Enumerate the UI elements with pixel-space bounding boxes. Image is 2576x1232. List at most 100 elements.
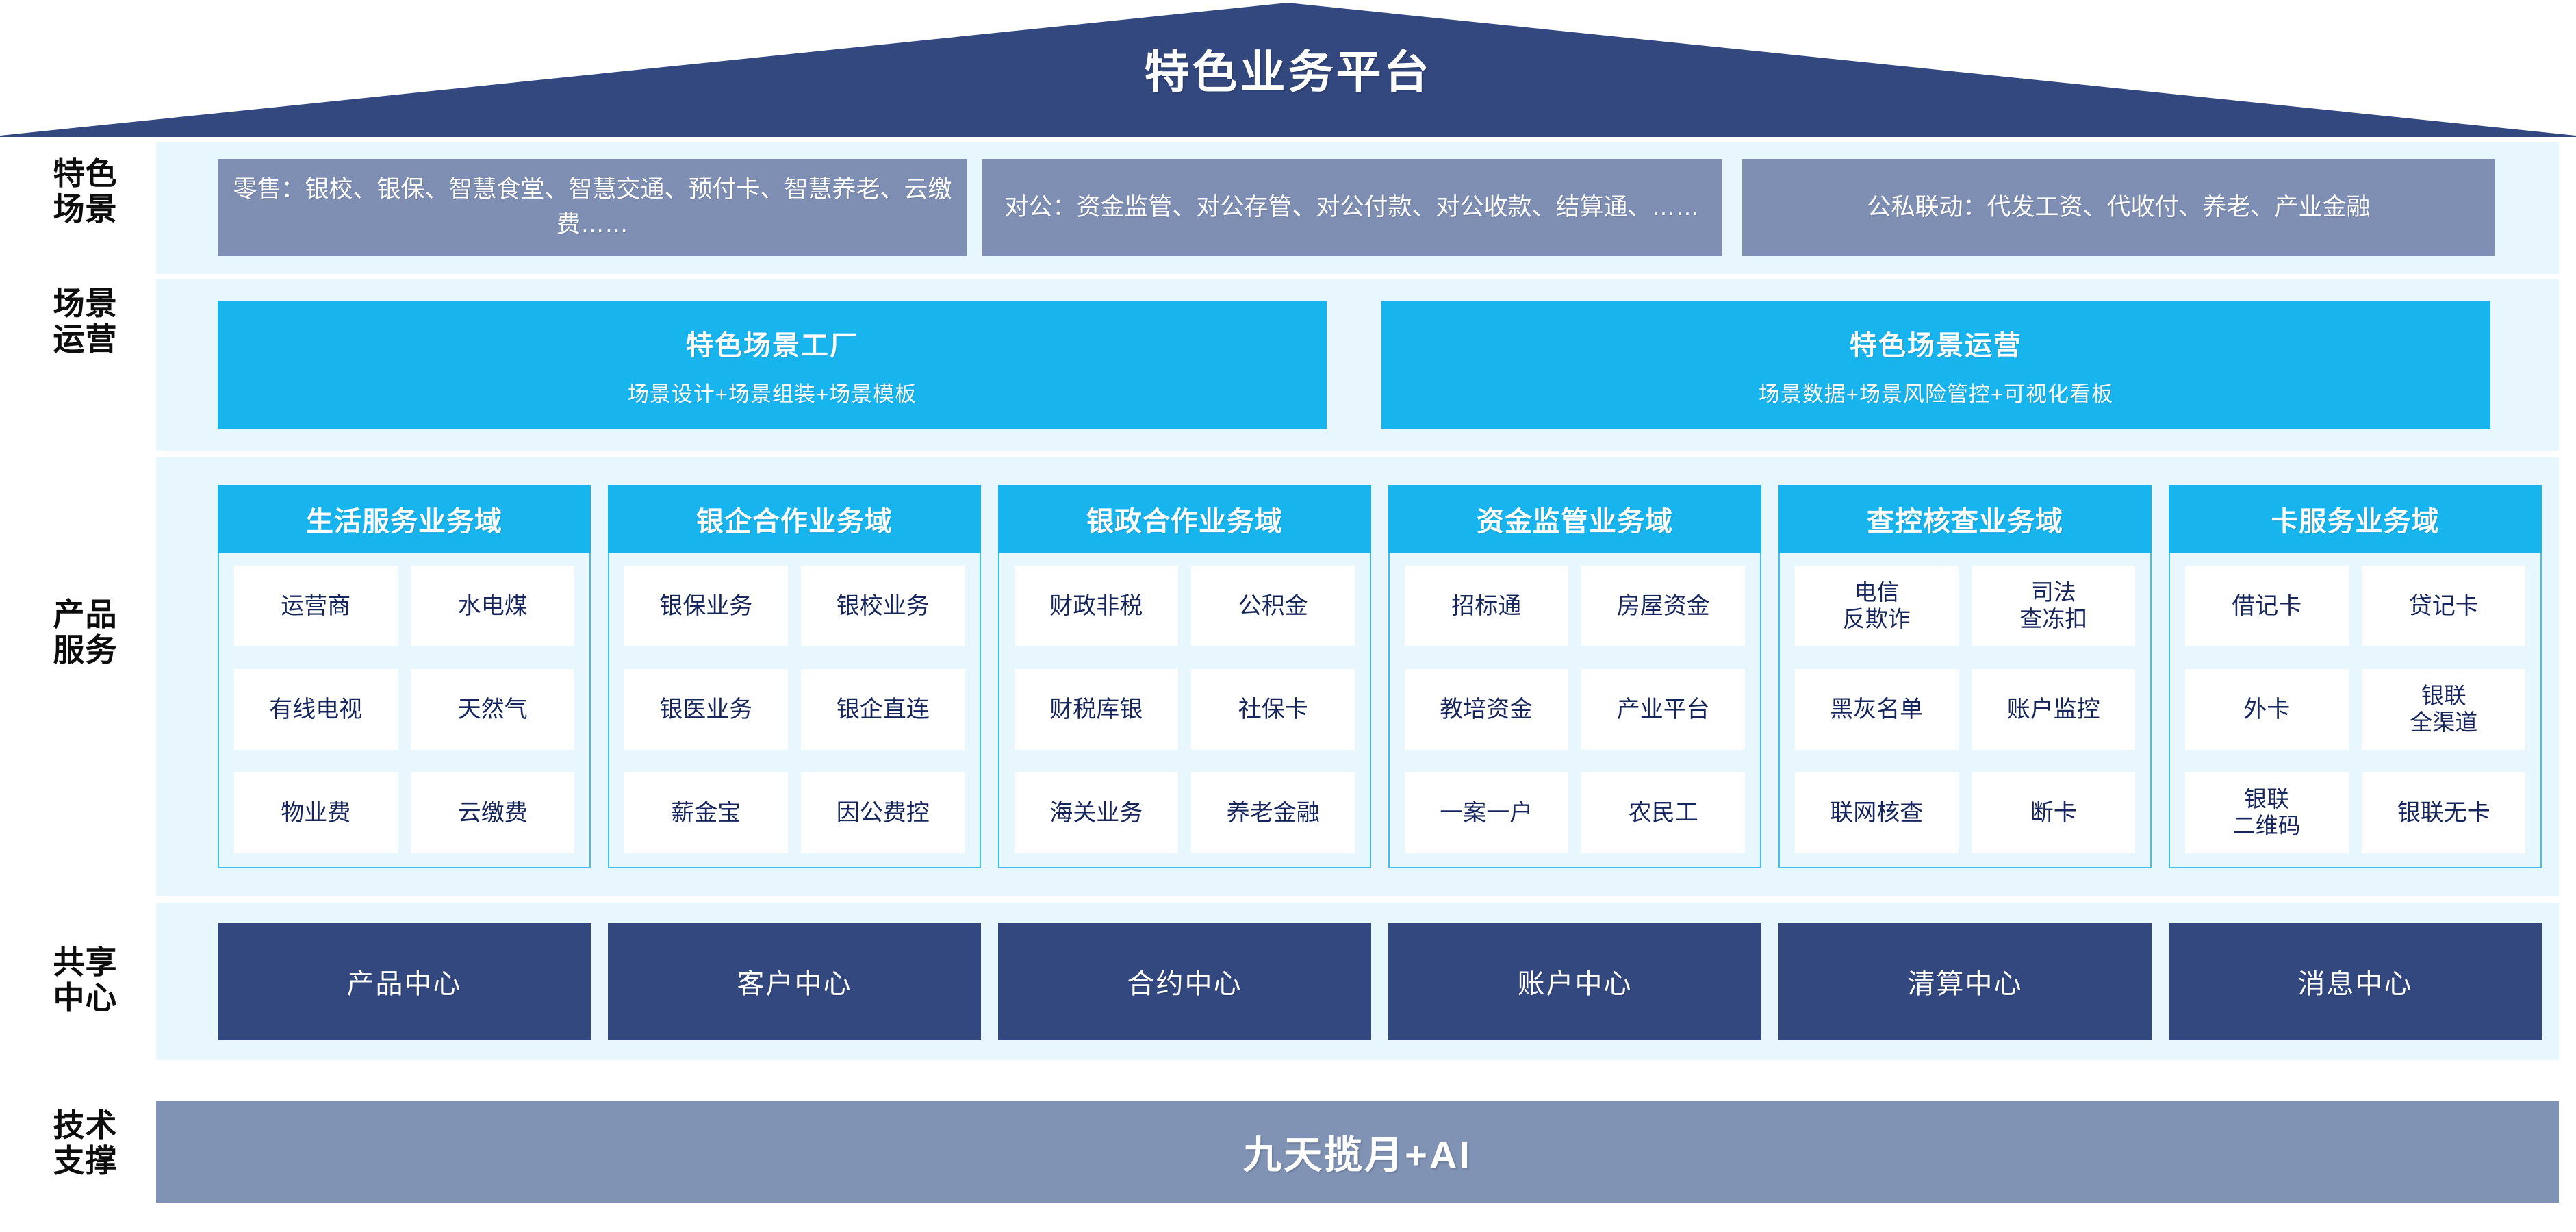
product-item-cell[interactable]: 产业平台	[1581, 669, 1745, 750]
product-item-cell[interactable]: 招标通	[1405, 566, 1568, 646]
shared-center-clearing-center[interactable]: 清算中心	[1778, 923, 2152, 1040]
product-item-cell[interactable]: 联网核查	[1795, 772, 1959, 853]
product-domain-title-card-service[interactable]: 卡服务业务域	[2169, 485, 2542, 553]
product-item-cell[interactable]: 黑灰名单	[1795, 669, 1959, 750]
product-item-cell[interactable]: 财政非税	[1015, 566, 1178, 646]
product-domain-row: 电信反欺诈司法查冻扣	[1795, 566, 2135, 646]
product-domain-body-life-service: 运营商水电煤有线电视天然气物业费云缴费	[218, 553, 591, 868]
product-item-cell[interactable]: 外卡	[2185, 669, 2349, 750]
product-item-cell[interactable]: 农民工	[1581, 772, 1745, 853]
shared-center-account-center[interactable]: 账户中心	[1388, 923, 1761, 1040]
product-domain-title-bank-government[interactable]: 银政合作业务域	[998, 485, 1371, 553]
product-domain-row: 财政非税公积金	[1015, 566, 1355, 646]
product-item-cell[interactable]: 薪金宝	[624, 772, 788, 853]
product-item-cell[interactable]: 教培资金	[1405, 669, 1568, 750]
product-domain-row: 银保业务银校业务	[624, 566, 965, 646]
product-domain-title-fund-supervision[interactable]: 资金监管业务域	[1388, 485, 1761, 553]
product-item-cell[interactable]: 银保业务	[624, 566, 788, 646]
product-item-cell[interactable]: 天然气	[411, 669, 574, 750]
product-domain-row: 物业费云缴费	[234, 772, 574, 853]
product-domain-row: 联网核查断卡	[1795, 772, 2135, 853]
rail-label-tech: 技术支撑	[15, 1107, 155, 1179]
rail-label-shared-l1: 共享	[53, 944, 118, 980]
product-item-cell[interactable]: 银企直连	[801, 669, 965, 750]
product-item-cell[interactable]: 一案一户	[1405, 772, 1568, 853]
scenario-box-retail[interactable]: 零售：银校、银保、智慧食堂、智慧交通、预付卡、智慧养老、云缴费……	[218, 159, 967, 256]
rail-label-operation: 场景运营	[15, 286, 155, 357]
operation-title-scene-operation: 特色场景运营	[1850, 330, 2022, 361]
product-item-cell[interactable]: 房屋资金	[1581, 566, 1745, 646]
product-item-cell[interactable]: 银校业务	[801, 566, 965, 646]
product-item-cell[interactable]: 运营商	[234, 566, 398, 646]
shared-center-product-center[interactable]: 产品中心	[218, 923, 591, 1040]
product-domain-title-bank-enterprise[interactable]: 银企合作业务域	[608, 485, 981, 553]
product-item-cell[interactable]: 财税库银	[1015, 669, 1178, 750]
product-domain-row: 薪金宝因公费控	[624, 772, 965, 853]
product-item-cell[interactable]: 物业费	[234, 772, 398, 853]
product-item-cell[interactable]: 水电煤	[411, 566, 574, 646]
product-domain-investigation-control: 查控核查业务域电信反欺诈司法查冻扣黑灰名单账户监控联网核查断卡	[1778, 485, 2152, 868]
product-item-cell[interactable]: 银联无卡	[2362, 772, 2525, 853]
product-domain-row: 教培资金产业平台	[1405, 669, 1745, 750]
product-domain-row: 一案一户农民工	[1405, 772, 1745, 853]
product-item-cell[interactable]: 账户监控	[1972, 669, 2135, 750]
rail-label-product-l1: 产品	[53, 596, 118, 632]
product-item-cell[interactable]: 断卡	[1972, 772, 2135, 853]
product-item-cell[interactable]: 银联二维码	[2185, 772, 2349, 853]
product-domain-title-investigation-control[interactable]: 查控核查业务域	[1778, 485, 2152, 553]
rail-label-tech-l1: 技术	[53, 1107, 118, 1143]
rail-label-shared: 共享中心	[15, 944, 155, 1016]
product-domain-row: 海关业务养老金融	[1015, 772, 1355, 853]
product-item-cell[interactable]: 海关业务	[1015, 772, 1178, 853]
product-domain-row: 黑灰名单账户监控	[1795, 669, 2135, 750]
operation-box-scene-factory[interactable]: 特色场景工厂 场景设计+场景组装+场景模板	[218, 301, 1327, 429]
product-domain-row: 运营商水电煤	[234, 566, 574, 646]
product-domain-body-bank-government: 财政非税公积金财税库银社保卡海关业务养老金融	[998, 553, 1371, 868]
product-item-cell[interactable]: 社保卡	[1191, 669, 1355, 750]
product-item-cell[interactable]: 电信反欺诈	[1795, 566, 1959, 646]
product-domain-body-fund-supervision: 招标通房屋资金教培资金产业平台一案一户农民工	[1388, 553, 1761, 868]
operation-subtitle-scene-operation: 场景数据+场景风险管控+可视化看板	[1758, 381, 2114, 406]
shared-center-contract-center[interactable]: 合约中心	[998, 923, 1371, 1040]
rail-label-shared-l2: 中心	[53, 979, 118, 1016]
product-domain-row: 外卡银联全渠道	[2185, 669, 2525, 750]
product-domain-bank-government: 银政合作业务域财政非税公积金财税库银社保卡海关业务养老金融	[998, 485, 1371, 868]
product-domain-title-life-service[interactable]: 生活服务业务域	[218, 485, 591, 553]
product-item-cell[interactable]: 银联全渠道	[2362, 669, 2525, 750]
product-item-cell[interactable]: 贷记卡	[2362, 566, 2525, 646]
rail-label-product-l2: 服务	[53, 631, 118, 668]
product-domain-row: 银医业务银企直连	[624, 669, 965, 750]
product-domain-body-card-service: 借记卡贷记卡外卡银联全渠道银联二维码银联无卡	[2169, 553, 2542, 868]
operation-box-scene-operation[interactable]: 特色场景运营 场景数据+场景风险管控+可视化看板	[1381, 301, 2490, 429]
scenario-box-corporate[interactable]: 对公：资金监管、对公存管、对公付款、对公收款、结算通、……	[982, 159, 1722, 256]
product-domain-life-service: 生活服务业务域运营商水电煤有线电视天然气物业费云缴费	[218, 485, 591, 868]
product-domain-row: 银联二维码银联无卡	[2185, 772, 2525, 853]
product-item-cell[interactable]: 云缴费	[411, 772, 574, 853]
product-item-cell[interactable]: 养老金融	[1191, 772, 1355, 853]
shared-center-customer-center[interactable]: 客户中心	[608, 923, 981, 1040]
rail-label-tech-l2: 支撑	[53, 1142, 118, 1179]
rail-label-scenario-l2: 场景	[53, 190, 118, 227]
product-item-cell[interactable]: 因公费控	[801, 772, 965, 853]
scenario-box-public-private[interactable]: 公私联动：代发工资、代收付、养老、产业金融	[1742, 159, 2495, 256]
rail-label-product: 产品服务	[15, 596, 155, 668]
product-domain-row: 有线电视天然气	[234, 669, 574, 750]
rail-label-scenario: 特色场景	[15, 155, 155, 227]
product-domain-row: 借记卡贷记卡	[2185, 566, 2525, 646]
product-item-cell[interactable]: 有线电视	[234, 669, 398, 750]
shared-center-message-center[interactable]: 消息中心	[2169, 923, 2542, 1040]
product-item-cell[interactable]: 借记卡	[2185, 566, 2349, 646]
roof-shape-icon	[0, 3, 2576, 137]
product-item-cell[interactable]: 公积金	[1191, 566, 1355, 646]
product-item-cell[interactable]: 司法查冻扣	[1972, 566, 2135, 646]
product-item-cell[interactable]: 银医业务	[624, 669, 788, 750]
page-title: 特色业务平台	[1144, 47, 1432, 97]
product-domain-fund-supervision: 资金监管业务域招标通房屋资金教培资金产业平台一案一户农民工	[1388, 485, 1761, 868]
product-domain-row: 招标通房屋资金	[1405, 566, 1745, 646]
product-domain-body-bank-enterprise: 银保业务银校业务银医业务银企直连薪金宝因公费控	[608, 553, 981, 868]
operation-subtitle-scene-factory: 场景设计+场景组装+场景模板	[627, 381, 917, 406]
product-domain-bank-enterprise: 银企合作业务域银保业务银校业务银医业务银企直连薪金宝因公费控	[608, 485, 981, 868]
rail-label-scenario-l1: 特色	[53, 155, 118, 191]
tech-support-bar[interactable]: 九天揽月+AI	[156, 1101, 2559, 1203]
rail-label-operation-l1: 场景	[53, 286, 118, 321]
